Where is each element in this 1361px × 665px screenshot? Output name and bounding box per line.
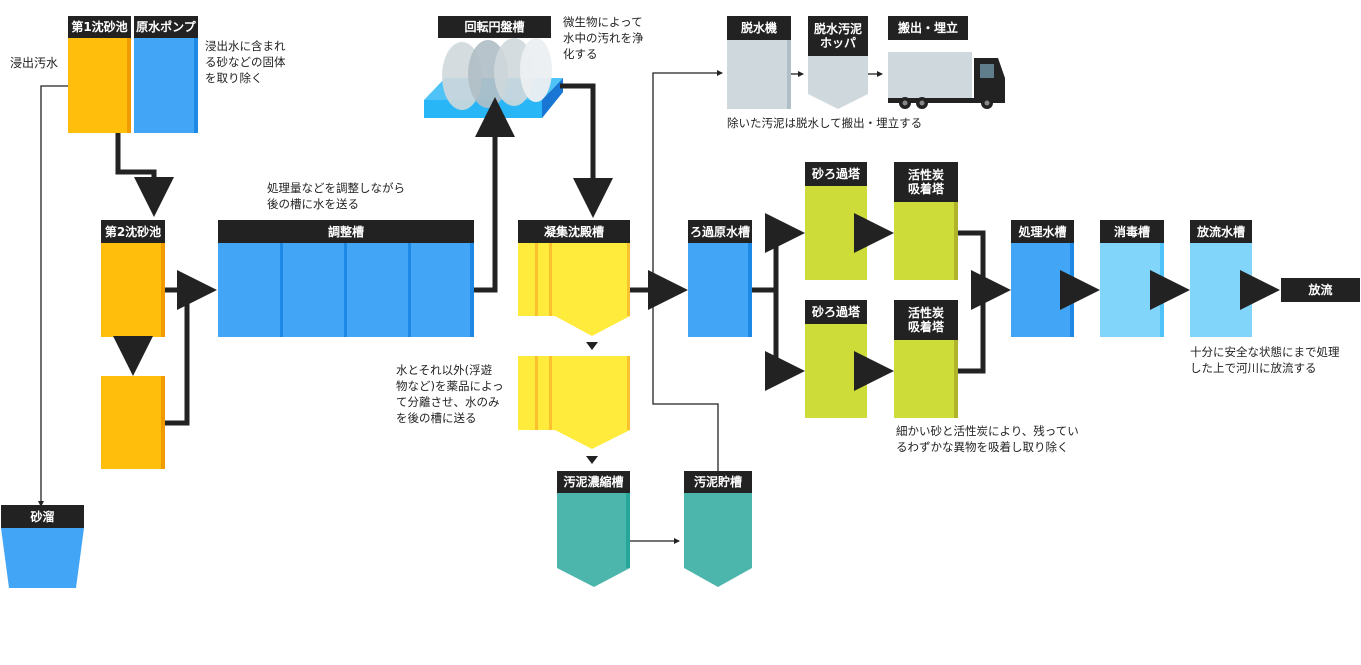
raw-header: ろ過原水槽 <box>688 220 752 243</box>
coag-note: 水とそれ以外(浮遊 物など)を薬品によっ て分離させ、水のみ を後の槽に送る <box>396 363 504 425</box>
sump-header: 砂溜 <box>1 505 84 528</box>
disinfect-tank <box>1100 243 1164 337</box>
treated-tank <box>1011 243 1074 337</box>
adjust-note: 処理量などを調整しながら 後の槽に水を送る <box>267 181 405 211</box>
treated-header: 処理水槽 <box>1011 220 1074 243</box>
landfill-header: 搬出・埋立 <box>888 16 968 40</box>
sandf2-header: 砂ろ過塔 <box>805 300 867 324</box>
discharge-tank-header: 放流水槽 <box>1190 220 1252 243</box>
main-flow-lines <box>113 83 1280 426</box>
dewater-machine <box>727 40 791 109</box>
carbon2-header: 活性炭 吸着塔 <box>894 300 958 340</box>
coag-tank-lower <box>518 356 630 449</box>
sandf1-tank <box>805 186 867 280</box>
storage-header: 汚泥貯槽 <box>684 471 752 493</box>
discharge-header: 放流 <box>1281 278 1360 302</box>
coag-header: 凝集沈殿槽 <box>518 220 630 243</box>
sandf1-header: 砂ろ過塔 <box>805 162 867 186</box>
leachate-label: 浸出汚水 <box>10 56 59 70</box>
coag-tank-upper <box>518 243 630 336</box>
hopper-tank <box>808 56 868 109</box>
rbc-header: 回転円盤槽 <box>438 16 551 38</box>
rotating-disc-tank-icon <box>424 38 563 118</box>
thicken-header: 汚泥濃縮槽 <box>557 471 630 493</box>
sand2-tank-upper <box>101 243 165 337</box>
pump-header: 原水ポンプ <box>134 16 198 38</box>
carbon1-header: 活性炭 吸着塔 <box>894 162 958 202</box>
dewater-header: 脱水機 <box>727 16 791 40</box>
raw-tank <box>688 243 752 337</box>
adjust-header: 調整槽 <box>218 220 474 243</box>
storage-tank <box>684 493 752 587</box>
sludge-flow-lines <box>38 70 883 544</box>
carbon1-tank <box>894 202 958 280</box>
hopper-header: 脱水汚泥 ホッパ <box>808 16 868 56</box>
truck-icon <box>888 52 1005 109</box>
discharge-tank <box>1190 243 1252 337</box>
sand1-header: 第1沈砂池 <box>68 16 131 38</box>
pump-tank <box>134 38 198 133</box>
sand2-header: 第2沈砂池 <box>101 220 165 243</box>
carbon2-tank <box>894 340 958 418</box>
sump-tank <box>1 528 84 588</box>
discharge-note: 十分に安全な状態にまで処理 した上で河川に放流する <box>1190 345 1340 375</box>
rbc-note: 微生物によって 水中の汚れを浄 化する <box>563 15 644 61</box>
sand2-tank-lower <box>101 376 165 469</box>
filter-note: 細かい砂と活性炭により、残ってい るわずかな異物を吸着し取り除く <box>896 424 1079 454</box>
pump-note: 浸出水に含まれ る砂などの固体 を取り除く <box>205 39 286 85</box>
thicken-tank <box>557 493 630 587</box>
sludge-note: 除いた汚泥は脱水して搬出・埋立する <box>727 116 923 130</box>
sandf2-tank <box>805 324 867 418</box>
sand1-tank <box>68 38 131 133</box>
disinfect-header: 消毒槽 <box>1100 220 1164 243</box>
